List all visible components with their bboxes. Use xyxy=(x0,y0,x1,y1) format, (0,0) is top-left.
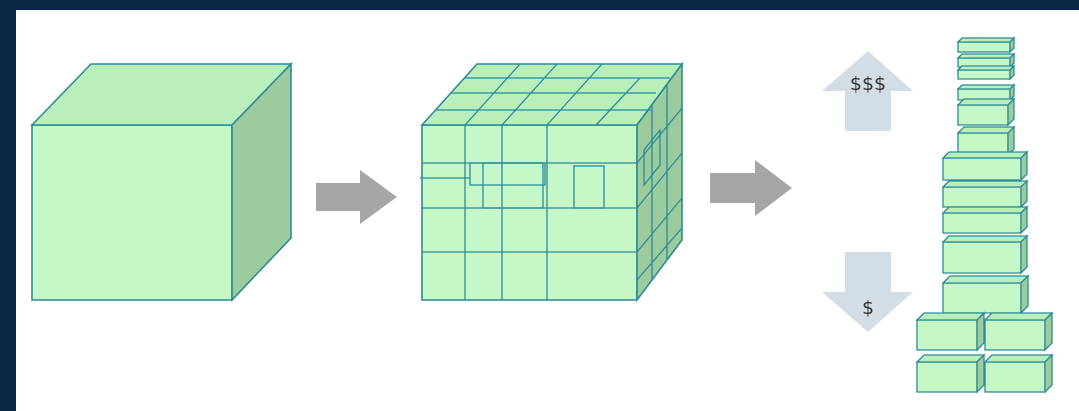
box-top xyxy=(941,206,1029,214)
box-side xyxy=(1020,234,1028,275)
box-top xyxy=(983,354,1054,363)
box-top xyxy=(941,275,1030,284)
stack-box xyxy=(956,64,1016,81)
box-top xyxy=(983,312,1054,321)
box-front xyxy=(916,361,978,393)
box-front xyxy=(957,41,1011,53)
up-arrow-icon xyxy=(822,51,913,131)
box-top xyxy=(941,151,1029,159)
stack-box xyxy=(941,179,1029,209)
box-top xyxy=(941,235,1029,243)
whole-cube xyxy=(30,62,293,303)
box-front xyxy=(957,69,1011,80)
box-front xyxy=(984,361,1046,393)
stack-box xyxy=(941,205,1029,235)
stack-box xyxy=(941,274,1030,315)
box-side xyxy=(1009,52,1015,69)
low-cost-label: $ xyxy=(862,297,874,319)
box-side xyxy=(1044,311,1053,352)
whole-cube-front xyxy=(31,124,233,301)
partitioned-cube-front xyxy=(421,124,638,301)
box-top xyxy=(941,180,1029,188)
stack-box xyxy=(956,52,1016,69)
box-front xyxy=(942,186,1022,208)
box-front xyxy=(942,282,1022,314)
box-side xyxy=(1020,150,1028,182)
diagram-panel: $$$ $ xyxy=(16,10,1079,411)
box-top xyxy=(956,98,1016,106)
stack-box xyxy=(941,234,1029,275)
box-top xyxy=(915,354,986,363)
box-top xyxy=(915,312,986,321)
box-front xyxy=(984,319,1046,351)
stack-box xyxy=(956,83,1016,102)
stack-box xyxy=(983,311,1054,352)
box-front xyxy=(942,212,1022,234)
box-top xyxy=(956,37,1016,43)
box-side xyxy=(1020,179,1028,209)
down-arrow-icon xyxy=(822,252,913,332)
stack-box xyxy=(941,150,1029,182)
box-front xyxy=(957,104,1009,126)
tiered-storage-stack xyxy=(915,36,1054,394)
stack-box xyxy=(915,311,986,352)
partitioned-cube xyxy=(420,61,684,303)
right-arrow-icon xyxy=(316,170,397,224)
data-partitioning-diagram: $$$ $ xyxy=(30,36,1054,394)
box-top xyxy=(956,53,1016,59)
box-side xyxy=(1009,64,1015,81)
box-front xyxy=(916,319,978,351)
box-side xyxy=(1009,83,1015,102)
stack-box xyxy=(956,97,1016,127)
box-side xyxy=(1020,274,1029,315)
high-cost-label: $$$ xyxy=(850,73,886,95)
box-top xyxy=(956,126,1016,134)
stack-box xyxy=(983,353,1054,394)
box-side xyxy=(1044,353,1053,394)
box-top xyxy=(956,84,1016,90)
box-side xyxy=(976,353,985,394)
box-side xyxy=(1007,125,1015,157)
box-side xyxy=(976,311,985,352)
stack-box xyxy=(956,36,1016,54)
stack-box xyxy=(915,353,986,394)
box-top xyxy=(956,65,1016,71)
whole-cube-side xyxy=(231,62,292,303)
right-arrow-icon xyxy=(710,160,792,216)
box-side xyxy=(1009,36,1015,54)
box-front xyxy=(942,241,1022,274)
box-front xyxy=(942,157,1022,181)
box-side xyxy=(1007,97,1015,127)
stack-box xyxy=(956,125,1016,157)
partition-grid-lines xyxy=(420,63,683,300)
box-side xyxy=(1020,205,1028,235)
